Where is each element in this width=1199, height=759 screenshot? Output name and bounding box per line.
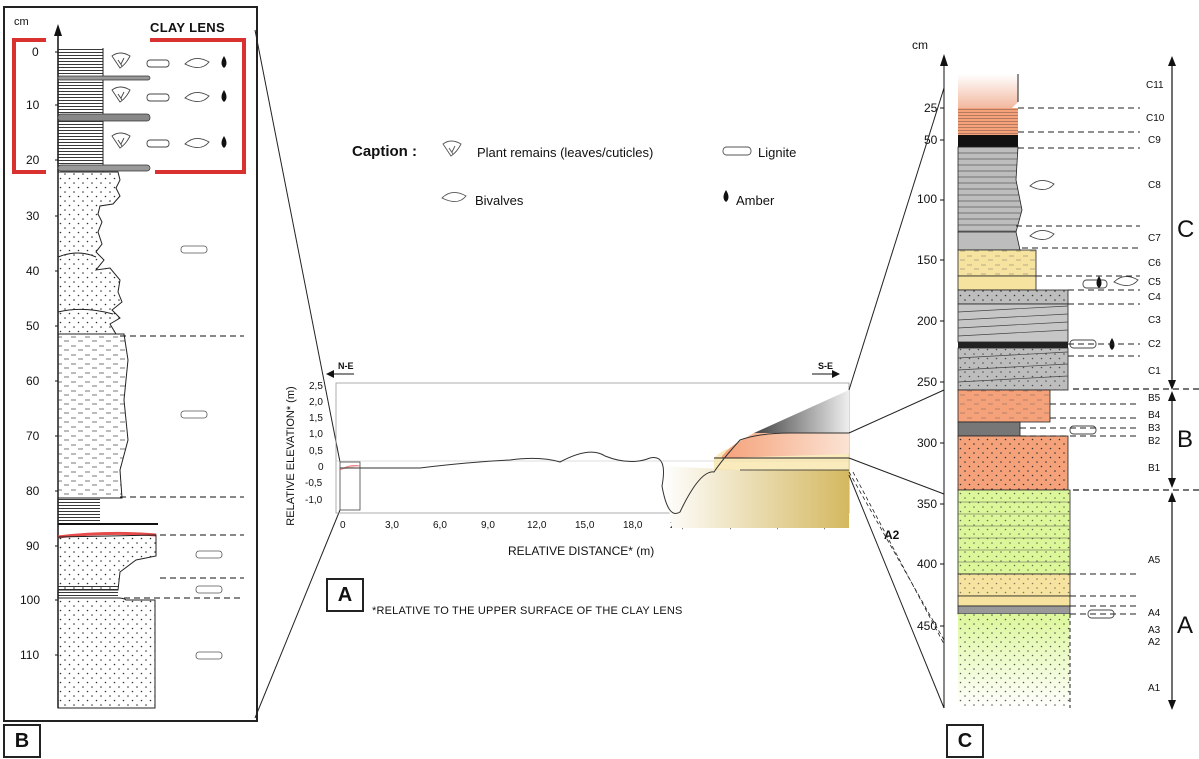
panel-b-depth-tick: 10: [26, 98, 40, 112]
unit-label: B3: [1148, 423, 1161, 434]
clay-lens-label: CLAY LENS: [150, 20, 225, 35]
unit-label: A2: [1148, 637, 1161, 648]
panel-b-depth-tick: 30: [26, 209, 40, 223]
unit-label: B1: [1148, 463, 1161, 474]
panel-b-depth-tick: 80: [26, 484, 40, 498]
panel-c-depth-tick: 150: [917, 253, 938, 267]
reference-note: *RELATIVE TO THE UPPER SURFACE OF THE CL…: [372, 605, 683, 617]
panel-b-unit-label: cm: [14, 16, 29, 28]
unit-label: C7: [1148, 233, 1161, 244]
caption-amber: Amber: [736, 193, 775, 208]
x-tick: 12,0: [527, 520, 547, 531]
caption-plant-remains: Plant remains (leaves/cuticles): [477, 145, 654, 160]
direction-ne-label: N-E: [338, 361, 354, 371]
panel-b-depth-tick: 70: [26, 429, 40, 443]
group-label-a: A: [1177, 612, 1194, 639]
x-axis-label: RELATIVE DISTANCE* (m): [508, 544, 655, 558]
caption-title: Caption :: [352, 143, 417, 160]
panel-c-depth-tick: 25: [924, 101, 938, 115]
y-axis-label: RELATIVE ELEVATION* (m): [285, 386, 297, 526]
panel-b-depth-tick: 0: [32, 45, 39, 59]
panel-c-unit-label: cm: [912, 38, 928, 52]
group-label-b: B: [1177, 426, 1194, 453]
panel-c-depth-tick: 400: [917, 557, 938, 571]
unit-label: C11: [1146, 80, 1164, 91]
direction-se-label: S-E: [818, 361, 834, 371]
x-tick: 3,0: [385, 520, 399, 531]
x-tick: 30,0: [812, 520, 832, 531]
y-tick: 0: [318, 462, 324, 473]
x-tick: 0: [340, 520, 346, 531]
x-tick: 24,0: [718, 520, 738, 531]
unit-label: C8: [1148, 180, 1161, 191]
unit-label: B4: [1148, 410, 1161, 421]
y-tick: -0,5: [305, 478, 323, 489]
x-tick: 9,0: [481, 520, 495, 531]
panel-b-depth-tick: 20: [26, 153, 40, 167]
panel-c-depth-tick: 200: [917, 314, 938, 328]
unit-label: A4: [1148, 608, 1161, 619]
unit-label: C10: [1146, 113, 1165, 124]
unit-label: C6: [1148, 258, 1161, 269]
a2-label: A2: [884, 528, 900, 542]
panel-a-letter: A: [326, 578, 364, 612]
caption-bivalves: Bivalves: [475, 193, 524, 208]
unit-label: C9: [1148, 135, 1161, 146]
panel-c-depth-tick: 300: [917, 436, 938, 450]
unit-label: A1: [1148, 683, 1161, 694]
group-label-c: C: [1177, 216, 1195, 243]
panel-c-depth-tick: 250: [917, 375, 938, 389]
panel-b-depth-tick: 50: [26, 319, 40, 333]
panel-b-letter: B: [3, 724, 41, 758]
x-tick: 27,0: [765, 520, 785, 531]
panel-b-depth-tick: 90: [26, 539, 40, 553]
unit-label: C5: [1148, 277, 1161, 288]
y-tick: 1,5: [309, 413, 323, 424]
panel-b-depth-tick: 60: [26, 374, 40, 388]
panel-b-depth-tick: 40: [26, 264, 40, 278]
panel-b-depth-tick: 110: [20, 648, 40, 662]
x-tick: 6,0: [433, 520, 447, 531]
y-tick: -1,0: [305, 495, 323, 506]
panel-c-depth-tick: 350: [917, 497, 938, 511]
y-tick: 2,5: [309, 381, 323, 392]
panel-c-depth-tick: 450: [917, 619, 938, 633]
y-tick: 1,0: [309, 429, 323, 440]
unit-label: C1: [1148, 366, 1161, 377]
x-tick: 21,0: [670, 520, 690, 531]
unit-label: B2: [1148, 436, 1161, 447]
panel-c-letter: C: [946, 724, 984, 758]
unit-label: A5: [1148, 555, 1161, 566]
panel-b: [3, 6, 258, 722]
y-tick: 0,5: [309, 446, 323, 457]
x-tick: 15,0: [575, 520, 595, 531]
unit-label: C4: [1148, 292, 1161, 303]
unit-label: C2: [1148, 339, 1161, 350]
caption-lignite: Lignite: [758, 145, 797, 160]
panel-c-depth-tick: 100: [917, 192, 938, 206]
panel-b-depth-tick: 100: [20, 593, 41, 607]
y-tick: 2,0: [309, 397, 323, 408]
unit-label: B5: [1148, 393, 1161, 404]
unit-label: C3: [1148, 315, 1161, 326]
x-tick: 18,0: [623, 520, 643, 531]
unit-label: A3: [1148, 625, 1161, 636]
panel-c-depth-tick: 50: [924, 133, 938, 147]
